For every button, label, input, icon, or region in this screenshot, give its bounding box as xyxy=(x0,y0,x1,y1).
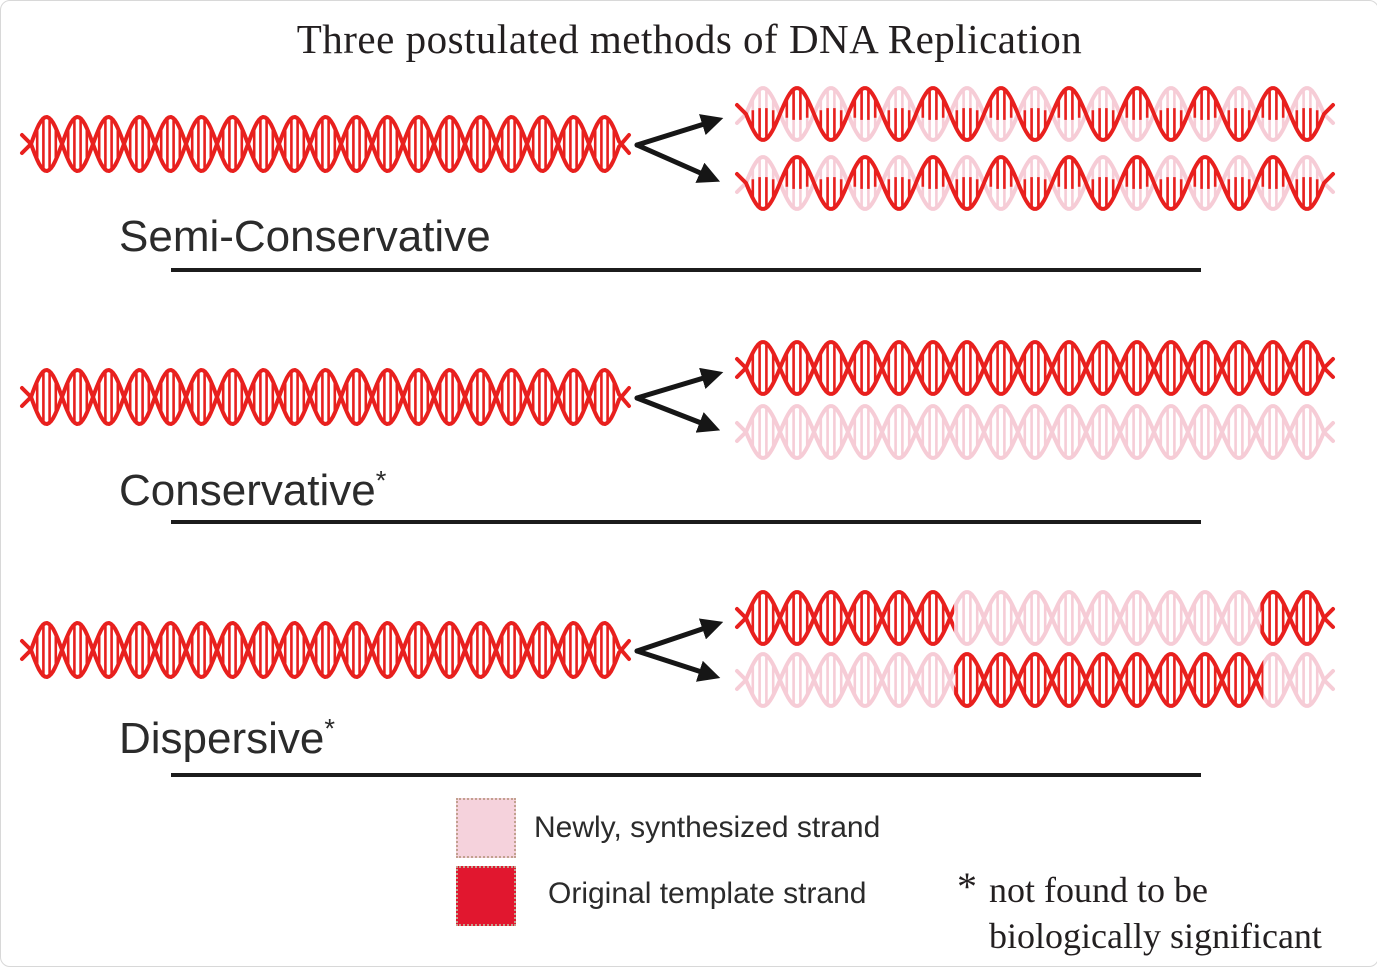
diagram-title: Three postulated methods of DNA Replicat… xyxy=(296,16,1083,62)
label-conservative: Conservative* xyxy=(119,466,386,515)
replication-row-1 xyxy=(20,340,1335,460)
daughter-helix-1 xyxy=(735,652,1335,708)
parent-helix xyxy=(20,621,631,679)
parent-helix xyxy=(20,368,631,426)
daughter-helix-1 xyxy=(735,404,1335,460)
replication-arrows xyxy=(634,367,724,433)
replication-arrows xyxy=(634,618,724,682)
legend-label-new-strand: Newly, synthesized strand xyxy=(534,811,881,844)
asterisk-marker: * xyxy=(375,464,387,496)
legend-swatch-template-strand xyxy=(456,866,516,926)
daughter-helix-1 xyxy=(735,155,1335,211)
daughter-helix-0 xyxy=(735,590,1335,646)
label-dispersive: Dispersive* xyxy=(119,714,335,763)
legend-swatch-new-strand xyxy=(456,798,516,858)
replication-row-0 xyxy=(20,86,1335,211)
method-name: Conservative xyxy=(119,466,376,515)
replication-arrows xyxy=(634,114,724,183)
asterisk-marker: * xyxy=(324,712,336,744)
daughter-helix-0 xyxy=(735,340,1335,396)
legend-label-template-strand: Original template strand xyxy=(548,877,867,910)
replication-row-2 xyxy=(20,590,1335,708)
footnote-text: not found to be biologically significant xyxy=(989,870,1322,956)
footnote: * not found to be biologically significa… xyxy=(957,867,1322,959)
daughter-helix-0 xyxy=(735,86,1335,142)
method-name: Dispersive xyxy=(119,714,325,763)
parent-helix xyxy=(20,115,631,173)
divider-conservative xyxy=(171,520,1201,524)
divider-dispersive xyxy=(171,773,1201,777)
divider-semi-conservative xyxy=(171,268,1201,272)
footnote-asterisk: * xyxy=(957,864,977,909)
label-semi-conservative: Semi-Conservative xyxy=(119,215,491,259)
method-name: Semi-Conservative xyxy=(119,212,491,261)
